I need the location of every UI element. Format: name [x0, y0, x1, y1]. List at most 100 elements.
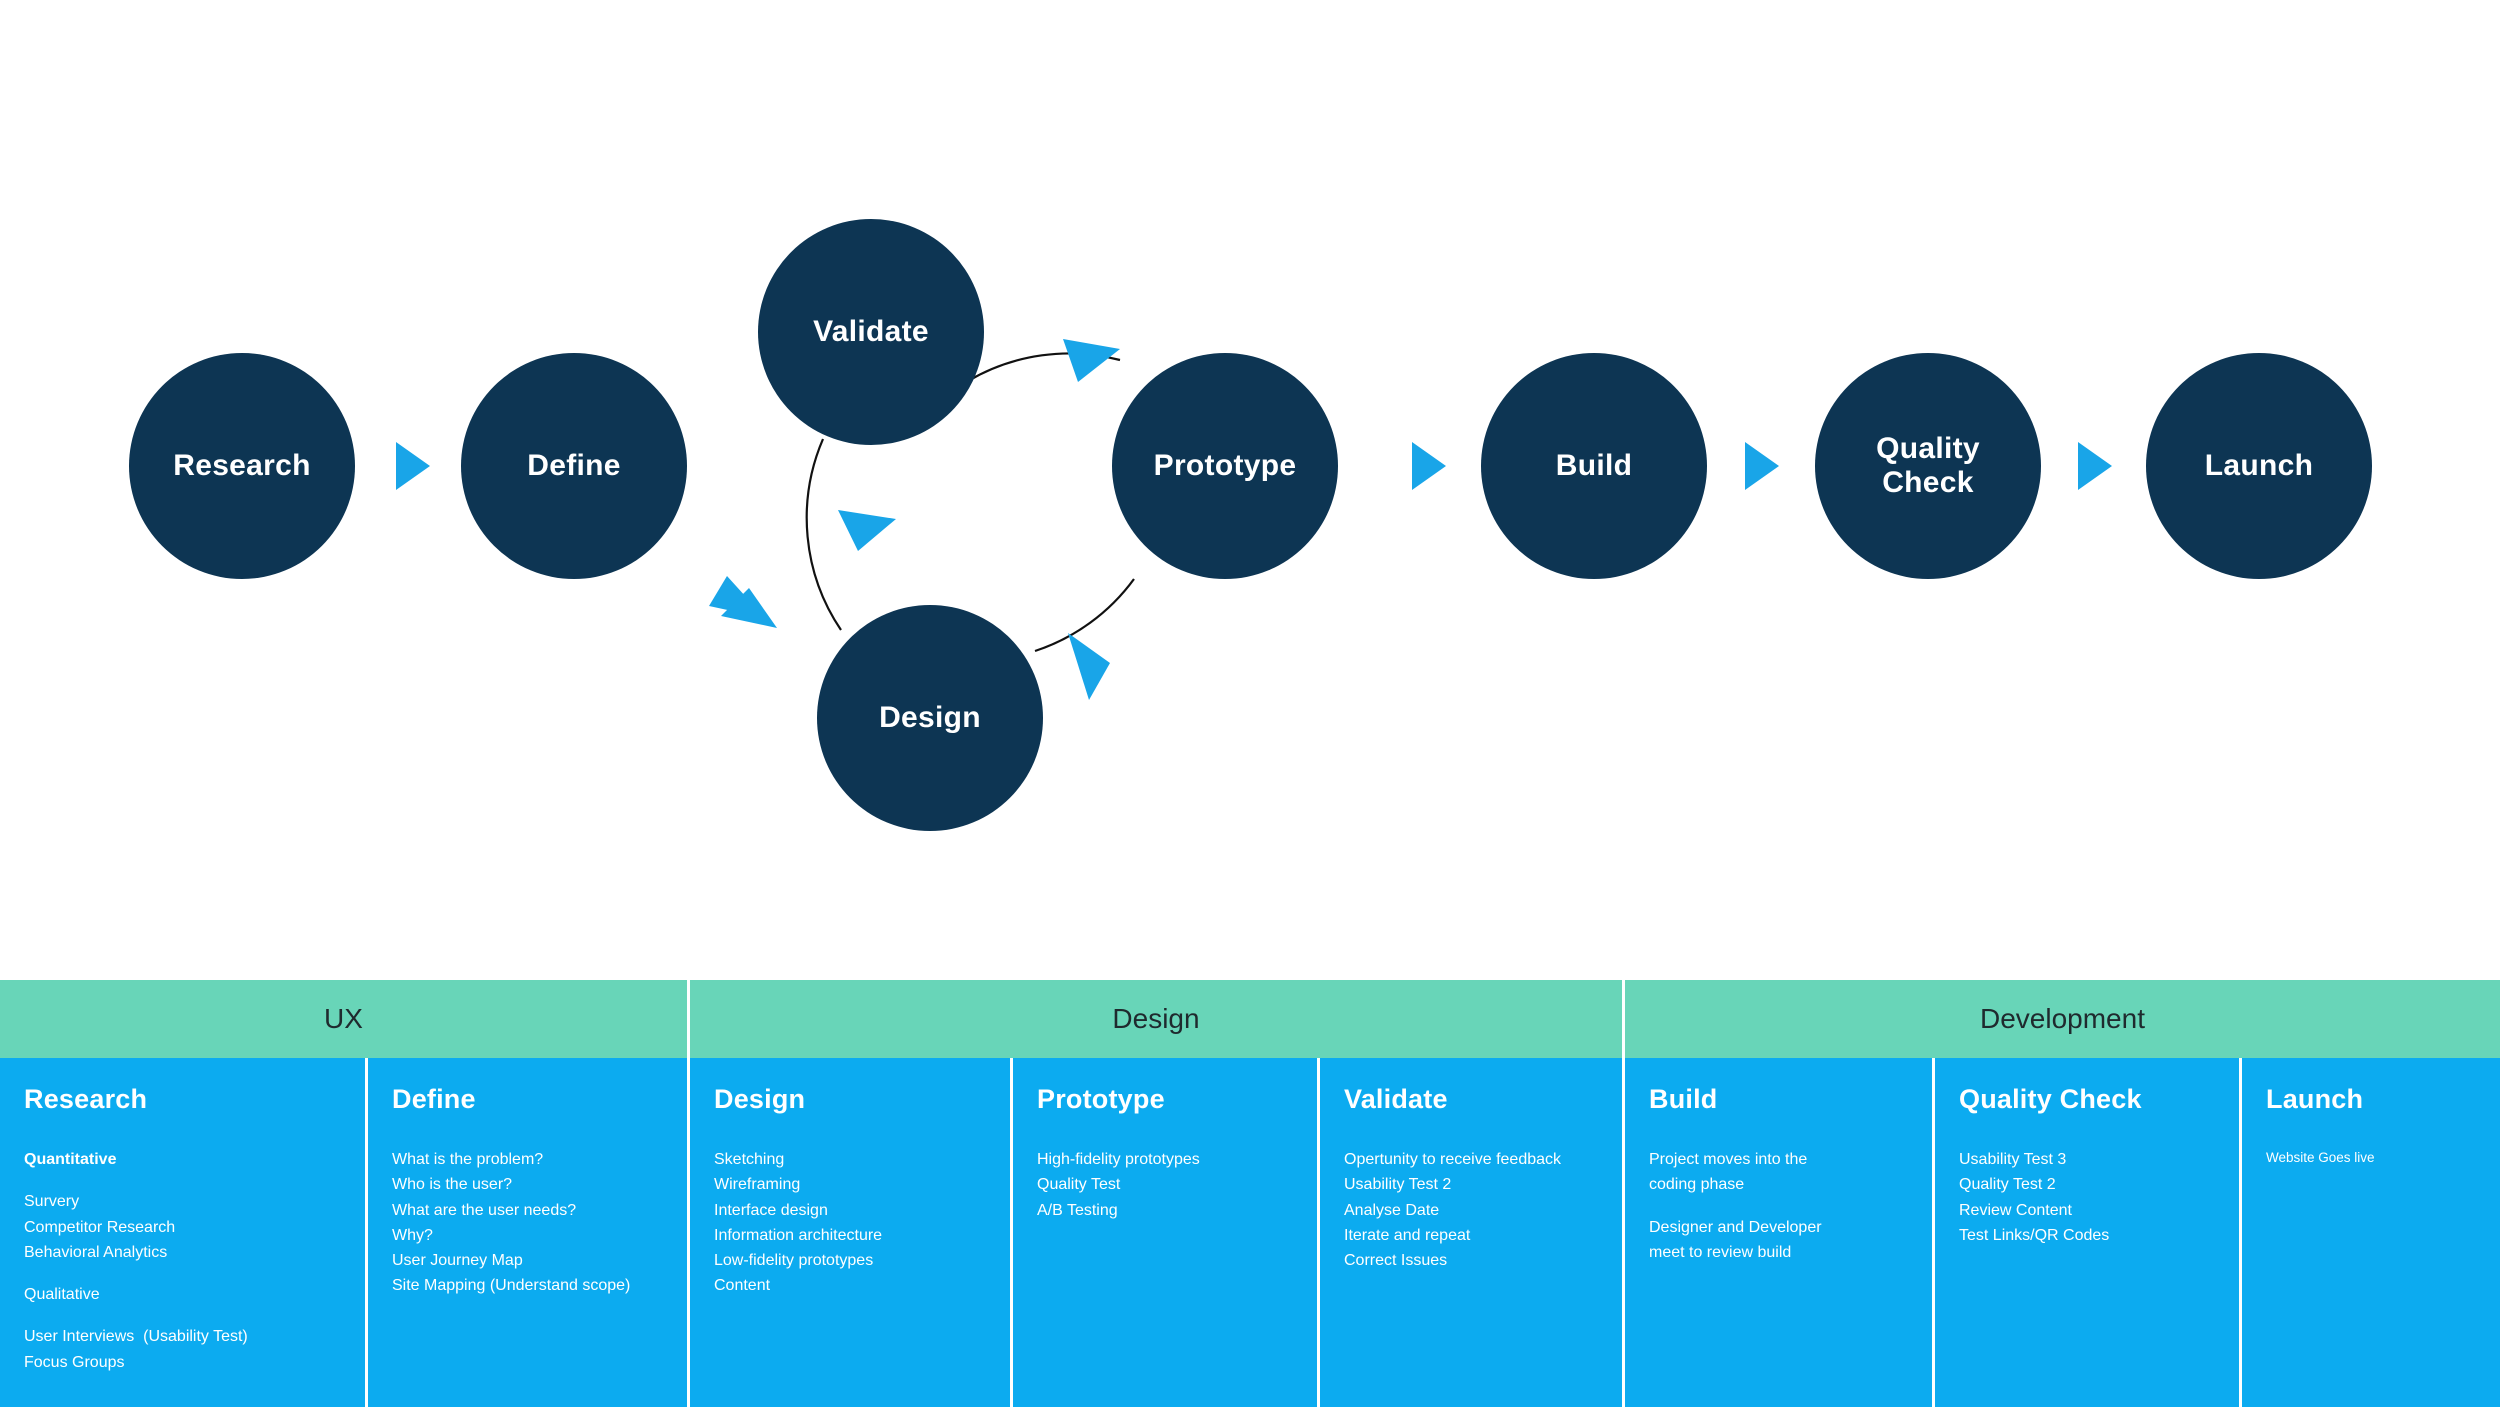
arc-prototype-to-design	[1034, 578, 1135, 653]
phase-column-research[interactable]: Research Quantitative Survery Competitor…	[0, 1058, 368, 1407]
spacer	[24, 1172, 351, 1189]
group-header-ux-label: UX	[324, 1003, 363, 1034]
node-design[interactable]: Design	[817, 605, 1043, 831]
group-header-ux: UX	[0, 980, 690, 1058]
arrow-research-to-define-icon	[396, 442, 430, 490]
node-quality-check[interactable]: Quality Check	[1815, 353, 2041, 579]
phase-column-prototype-title: Prototype	[1037, 1084, 1165, 1114]
list-item: Qualitative	[24, 1286, 100, 1304]
list-item: Usability Test 3	[1959, 1151, 2067, 1168]
list-item: High-fidelity prototypes	[1037, 1151, 1200, 1168]
list-item: What is the problem?	[392, 1151, 544, 1168]
list-item: Behavioral Analytics	[24, 1243, 168, 1261]
phase-column-research-body: Quantitative Survery Competitor Research…	[24, 1147, 351, 1375]
node-define[interactable]: Define	[461, 353, 687, 579]
phase-column-validate-title: Validate	[1344, 1084, 1448, 1114]
spacer	[24, 1265, 351, 1282]
list-item: coding phase	[1649, 1176, 1745, 1194]
phase-column-launch-body: Website Goes live	[2266, 1147, 2486, 1168]
list-item: Who is the user?	[392, 1176, 513, 1194]
list-item: Sketching	[714, 1151, 785, 1168]
list-item: Low-fidelity prototypes	[714, 1252, 874, 1270]
group-header-band: UX Design Development	[0, 980, 2500, 1058]
arc-design-to-validate	[805, 438, 842, 631]
process-diagram: Research Define Validate Prototype Desig…	[129, 219, 2372, 831]
phase-columns: Research Quantitative Survery Competitor…	[0, 1058, 2500, 1407]
arrow-prototype-to-build-icon	[1412, 442, 1446, 490]
group-header-design: Design	[690, 980, 1625, 1058]
arrowhead-to-design	[1068, 633, 1110, 700]
phase-column-build-title: Build	[1649, 1084, 1718, 1114]
node-validate-label: Validate	[813, 314, 929, 348]
node-research[interactable]: Research	[129, 353, 355, 579]
phase-column-define-title: Define	[392, 1084, 476, 1114]
node-research-label: Research	[173, 448, 311, 482]
phase-column-define[interactable]: Define What is the problem? Who is the u…	[368, 1058, 690, 1407]
arrow-quality-check-to-launch-icon	[2078, 442, 2112, 490]
phase-column-design[interactable]: Design Sketching Wireframing Interface d…	[690, 1058, 1013, 1407]
list-item: User Journey Map	[392, 1252, 523, 1270]
node-quality-check-label: Quality Check	[1876, 431, 1980, 500]
list-item: Focus Groups	[24, 1353, 125, 1371]
phase-column-build[interactable]: Build Project moves into the coding phas…	[1625, 1058, 1935, 1407]
phase-column-quality-check[interactable]: Quality Check Usability Test 3 Quality T…	[1935, 1058, 2242, 1407]
group-header-development-label: Development	[1980, 1003, 2145, 1034]
list-item: Project moves into the	[1649, 1151, 1808, 1168]
phase-column-design-body: Sketching Wireframing Interface design I…	[714, 1147, 996, 1299]
phase-column-design-title: Design	[714, 1084, 806, 1114]
list-item: Usability Test 2	[1344, 1176, 1452, 1194]
phase-column-validate[interactable]: Validate Opertunity to receive feedback …	[1320, 1058, 1625, 1407]
node-prototype-label: Prototype	[1153, 448, 1297, 482]
node-build[interactable]: Build	[1481, 353, 1707, 579]
list-item: Site Mapping (Understand scope)	[392, 1277, 631, 1295]
arrowhead-to-validate-down	[838, 510, 896, 551]
phase-column-define-body: What is the problem? Who is the user? Wh…	[392, 1147, 673, 1299]
group-header-design-label: Design	[1112, 1003, 1200, 1034]
list-item: meet to review build	[1649, 1243, 1792, 1261]
list-item: Review Content	[1959, 1201, 2072, 1219]
list-item: Analyse Date	[1344, 1201, 1440, 1219]
spacer	[1649, 1198, 1918, 1215]
phase-column-quality-check-title: Quality Check	[1959, 1084, 2142, 1114]
arrow-define-to-cycle-double-icon	[709, 576, 777, 628]
phase-column-prototype-body: High-fidelity prototypes Quality Test A/…	[1037, 1147, 1303, 1223]
node-build-label: Build	[1555, 448, 1633, 482]
group-header-development: Development	[1625, 980, 2500, 1058]
phase-column-quality-check-body: Usability Test 3 Quality Test 2 Review C…	[1959, 1147, 2225, 1248]
list-item: Quality Test	[1037, 1176, 1121, 1194]
node-define-label: Define	[527, 448, 621, 482]
list-item: User Interviews (Usability Test)	[24, 1328, 248, 1346]
list-item: Website Goes live	[2266, 1150, 2375, 1165]
arrowhead-to-prototype	[1063, 339, 1120, 382]
list-item: Information architecture	[714, 1226, 883, 1244]
arrow-build-to-quality-check-icon	[1745, 442, 1779, 490]
phase-column-build-body: Project moves into the coding phase Desi…	[1649, 1147, 1918, 1265]
list-item: Survery	[24, 1193, 80, 1211]
list-item: Test Links/QR Codes	[1959, 1226, 2110, 1244]
phase-column-validate-body: Opertunity to receive feedback Usability…	[1344, 1147, 1608, 1273]
node-design-label: Design	[879, 700, 981, 734]
phase-column-launch[interactable]: Launch Website Goes live	[2242, 1058, 2500, 1407]
node-validate[interactable]: Validate	[758, 219, 984, 445]
list-item: Quantitative	[24, 1151, 117, 1168]
list-item: Content	[714, 1277, 771, 1295]
phase-table: UX Design Development Research Quantitat…	[0, 980, 2500, 1407]
list-item: Iterate and repeat	[1344, 1226, 1471, 1244]
list-item: Quality Test 2	[1959, 1176, 2056, 1194]
node-prototype[interactable]: Prototype	[1112, 353, 1338, 579]
list-item: Competitor Research	[24, 1218, 176, 1236]
node-launch[interactable]: Launch	[2146, 353, 2372, 579]
spacer	[24, 1307, 351, 1324]
list-item: What are the user needs?	[392, 1201, 577, 1219]
phase-column-prototype[interactable]: Prototype High-fidelity prototypes Quali…	[1013, 1058, 1320, 1407]
phase-column-research-title: Research	[24, 1084, 148, 1114]
list-item: A/B Testing	[1037, 1201, 1118, 1219]
cycle-arrowheads	[838, 339, 1120, 700]
list-item: Why?	[392, 1226, 433, 1244]
diagram-connectors-svg	[805, 339, 1135, 700]
list-item: Designer and Developer	[1649, 1218, 1822, 1236]
list-item: Opertunity to receive feedback	[1344, 1151, 1562, 1168]
phase-column-launch-title: Launch	[2266, 1084, 2364, 1114]
list-item: Wireframing	[714, 1176, 801, 1194]
list-item: Interface design	[714, 1201, 828, 1219]
